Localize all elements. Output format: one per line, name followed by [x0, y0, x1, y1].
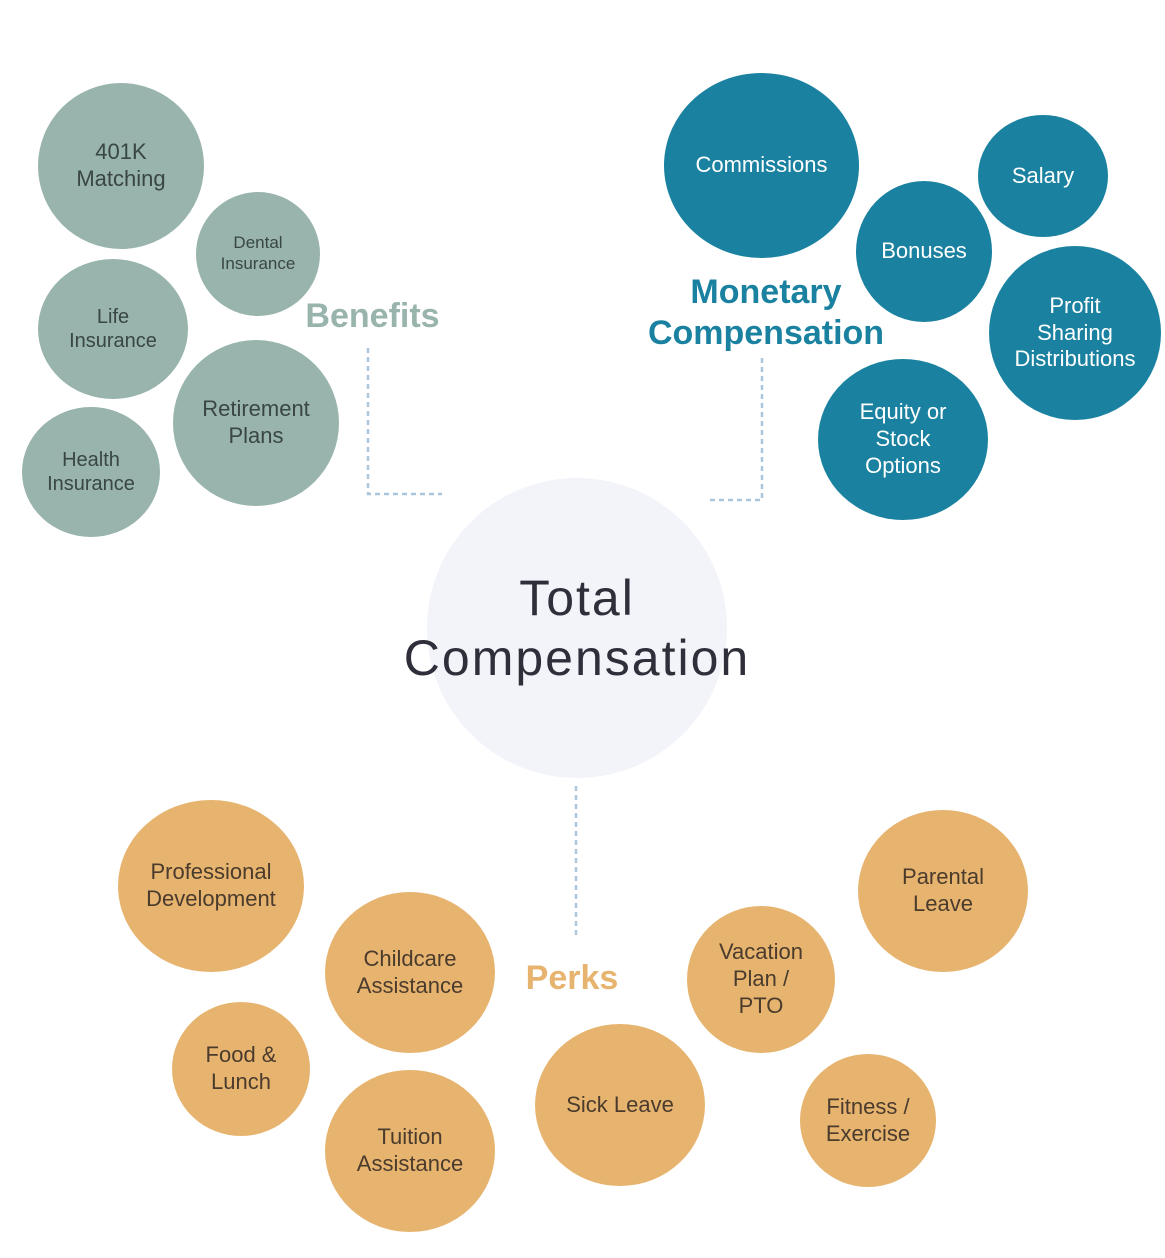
benefit-retirement-plans: Retirement Plans: [173, 340, 339, 506]
monetary-bonuses: Bonuses: [856, 181, 992, 322]
monetary-equity-stock-options: Equity or Stock Options: [818, 359, 988, 520]
perk-fitness-exercise: Fitness / Exercise: [800, 1054, 936, 1187]
monetary-salary: Salary: [978, 115, 1108, 237]
perk-childcare-assistance: Childcare Assistance: [325, 892, 495, 1053]
category-benefits: Benefits: [305, 297, 440, 335]
total-compensation-node: Total Compensation: [404, 478, 748, 778]
perk-professional-development: Professional Development: [118, 800, 304, 972]
benefit-dental-insurance: Dental Insurance: [196, 192, 320, 316]
perk-sick-leave: Sick Leave: [535, 1024, 705, 1186]
category-monetary: Monetary Compensation: [647, 273, 885, 352]
category-perks: Perks: [525, 959, 619, 997]
perk-vacation-plan-pto: Vacation Plan / PTO: [687, 906, 835, 1053]
perk-food-lunch: Food & Lunch: [172, 1002, 310, 1136]
total-compensation-label: Total Compensation: [403, 570, 751, 686]
benefits-connector: [366, 348, 442, 496]
benefit-401k-matching: 401K Matching: [38, 83, 204, 249]
perk-parental-leave: Parental Leave: [858, 810, 1028, 972]
perk-tuition-assistance: Tuition Assistance: [325, 1070, 495, 1232]
monetary-connector: [706, 358, 764, 502]
benefit-health-insurance: Health Insurance: [22, 407, 160, 537]
monetary-profit-sharing-distributions: Profit Sharing Distributions: [989, 246, 1161, 420]
benefit-life-insurance: Life Insurance: [38, 259, 188, 399]
monetary-commissions: Commissions: [664, 73, 859, 258]
